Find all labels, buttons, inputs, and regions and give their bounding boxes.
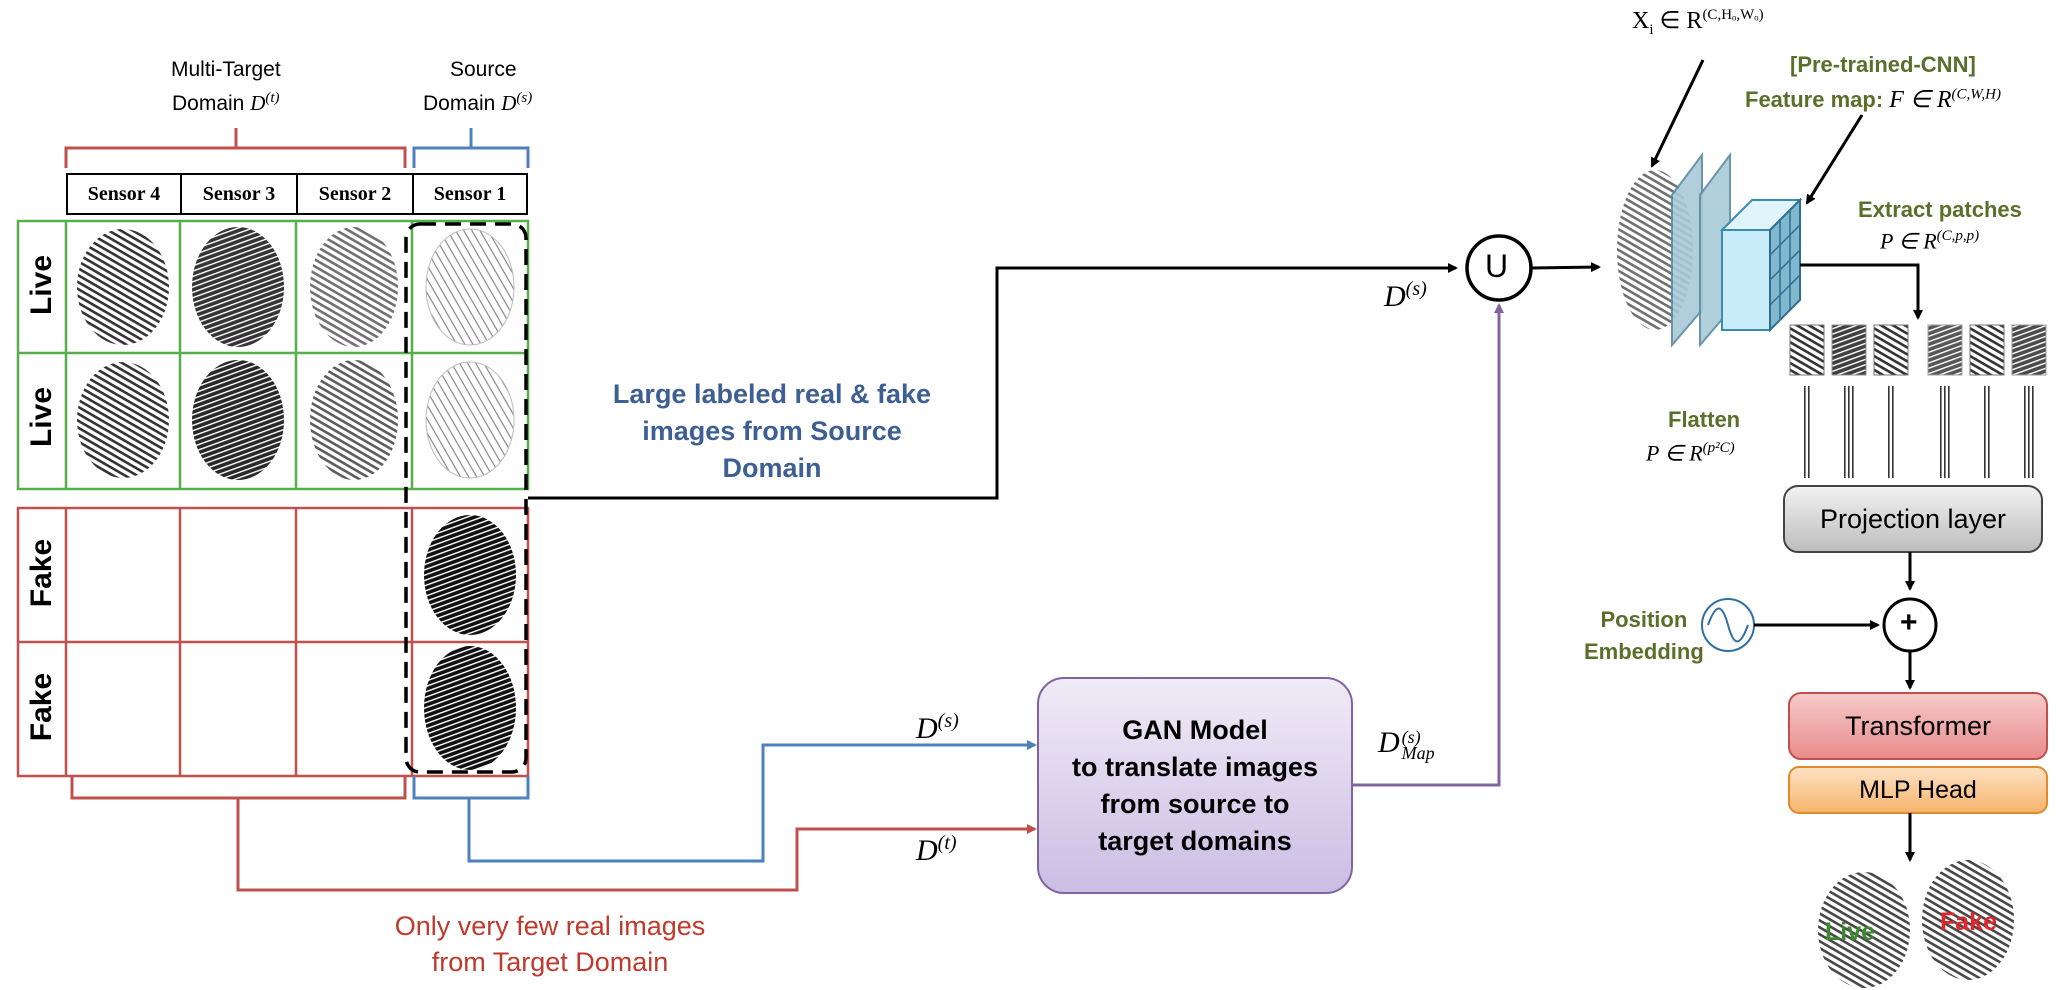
cnn-to-patches-arrow [1800, 263, 1923, 320]
live-fingerprint-images [77, 227, 515, 480]
sensor-4-header: Sensor 4 [66, 173, 182, 215]
feature-pointer [1805, 114, 1864, 205]
source-arrow [528, 263, 1458, 500]
source-label-1: Source [450, 58, 517, 81]
add-symbol: + [1900, 606, 1918, 639]
union-symbol: U [1485, 248, 1509, 284]
fake-fingerprint-images [424, 515, 516, 770]
transformer-label: Transformer [1844, 710, 1992, 741]
flatten-label: Flatten [1668, 407, 1741, 432]
sensor-2-header: Sensor 2 [296, 173, 414, 215]
output-fake-label: Fake [1940, 908, 1997, 936]
row-label-live-1: Live [25, 254, 58, 316]
source-label-2: Domain D(s) [423, 90, 533, 115]
sensor-1-header: Sensor 1 [412, 173, 528, 215]
row-label-live-2: Live [25, 386, 58, 448]
source-selection-dashed [404, 222, 528, 774]
ds-label-gan: D(s) [916, 710, 959, 745]
patches [1789, 324, 2047, 376]
source-brace-top [412, 128, 530, 168]
source-brace-bottom [412, 776, 530, 800]
row-label-fake-1: Fake [25, 538, 58, 608]
output-fingerprints [1818, 860, 2014, 988]
extract-math: P ∈ R(C,p,p) [1880, 228, 1980, 254]
live-grid [16, 219, 530, 491]
mlp-head-label: MLP Head [1859, 775, 1977, 804]
projection-layer-label: Projection layer [1819, 503, 2007, 534]
cnn-illustration [1617, 152, 1803, 348]
mlp-box [1788, 766, 2048, 814]
dt-label-gan: D(t) [916, 832, 957, 867]
row-label-fake-2: Fake [25, 672, 58, 742]
flattened-patches [1802, 386, 2034, 478]
gan-to-union-arrow [1352, 303, 1504, 787]
projection-box [1783, 485, 2043, 553]
fake-grid [16, 506, 530, 778]
pretrained-label: [Pre-trained-CNN] [1790, 52, 1976, 77]
flatten-math: P ∈ R(p²C) [1646, 440, 1735, 466]
output-live-label: Live [1825, 918, 1876, 946]
xi-pointer [1650, 59, 1705, 168]
target-brace-bottom [70, 776, 407, 800]
source-to-gan-arrow [467, 740, 1037, 863]
sensor-3-header: Sensor 3 [180, 173, 298, 215]
union-to-cnn-arrow [1530, 262, 1601, 273]
extract-patches-label: Extract patches [1858, 197, 2022, 222]
dmap-label: D(s)Map [1378, 726, 1435, 764]
feature-map-label: Feature map: F ∈ R(C,W,H) [1745, 86, 2001, 113]
xi-label: Xi ∈ R(C,Hₒ,Wₒ) [1632, 7, 1764, 38]
transformer-box [1788, 692, 2048, 760]
multi-target-label-1: Multi-Target [171, 58, 281, 81]
ds-label-top: D(s) [1384, 278, 1427, 313]
target-to-gan-arrow [236, 798, 1037, 892]
multi-target-label-2: Domain D(t) [172, 90, 280, 115]
target-brace-top [64, 128, 407, 168]
